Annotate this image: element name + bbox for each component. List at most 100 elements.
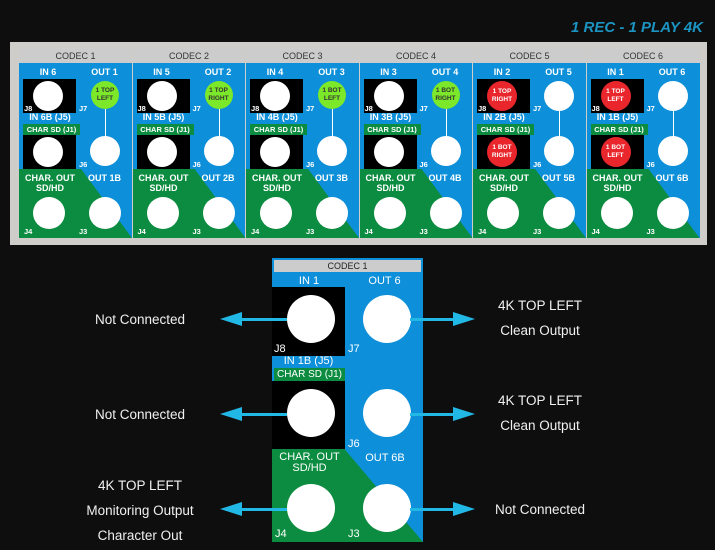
- codec-detail: CODEC 1 IN 1 OUT 6 J8 J7 IN 1B (J5) CHAR…: [272, 258, 423, 542]
- jack-j4[interactable]: [260, 197, 292, 229]
- char-out-line2: SD/HD: [376, 183, 405, 193]
- jack-j5[interactable]: [33, 137, 63, 167]
- link-line: [105, 109, 106, 149]
- detail-jack-j7[interactable]: [363, 295, 411, 343]
- arrow-left-2: [220, 407, 287, 421]
- char-out-line2: SD/HD: [262, 183, 291, 193]
- page-title: 1 REC - 1 PLAY 4K: [571, 19, 703, 36]
- jack-j5[interactable]: [146, 137, 177, 167]
- jack-j8[interactable]: [373, 81, 404, 111]
- in-label: IN 4: [266, 67, 284, 77]
- inb-label: IN 1B (J5): [596, 112, 639, 122]
- jack-j8[interactable]: [146, 81, 177, 111]
- badge-line2: RIGHT: [208, 95, 229, 102]
- jack-j4[interactable]: [487, 197, 519, 229]
- inb-label: IN 2B (J5): [483, 112, 525, 122]
- j6-label: J6: [192, 160, 201, 169]
- char-sd-label: CHAR SD (J1): [136, 124, 194, 135]
- jack-j4[interactable]: [146, 197, 179, 229]
- in-label: IN 5: [153, 67, 170, 77]
- jack-j6[interactable]: [203, 136, 234, 166]
- jack-j3[interactable]: [429, 197, 462, 229]
- jack-j5[interactable]: [373, 137, 404, 167]
- detail-jack-j3[interactable]: [363, 484, 411, 532]
- detail-jack-j4[interactable]: [287, 484, 335, 532]
- badge-line2: LEFT: [323, 95, 341, 102]
- char-out-line2: SD/HD: [149, 183, 178, 193]
- arrow-right-2: [410, 407, 475, 421]
- detail-char-out-label: CHAR. OUT SD/HD: [272, 452, 347, 474]
- jack-j8[interactable]: [33, 81, 63, 111]
- link-line: [672, 109, 674, 149]
- j6-label: J6: [79, 160, 88, 169]
- jack-j6[interactable]: [317, 136, 347, 166]
- j7-label: J7: [306, 104, 315, 113]
- out-label: OUT 6: [658, 67, 686, 77]
- link-line: [445, 109, 447, 149]
- note-left-3-line1: 4K TOP LEFT: [97, 478, 183, 493]
- jack-j3[interactable]: [202, 197, 235, 229]
- jack-j7[interactable]: [657, 81, 688, 111]
- detail-j3-label: J3: [348, 528, 360, 540]
- j8-label: J8: [251, 104, 260, 113]
- jack-j3[interactable]: [89, 197, 121, 229]
- badge-line2: LEFT: [96, 95, 114, 102]
- j4-label: J4: [24, 227, 33, 236]
- jack-j4[interactable]: [600, 197, 633, 229]
- char-sd-label: CHAR SD (J1): [477, 124, 534, 135]
- badge-line1: 1 TOP: [95, 87, 115, 94]
- jack-j6[interactable]: [430, 136, 461, 166]
- j6-label: J6: [419, 160, 428, 169]
- char-sd-label: CHAR SD (J1): [363, 124, 421, 135]
- note-right-1-line1: 4K TOP LEFT: [497, 298, 583, 313]
- note-right-1-line2: Clean Output: [500, 323, 580, 338]
- inb-label: IN 6B (J5): [29, 112, 71, 122]
- arrow-right-3: [410, 502, 475, 516]
- jack-j8[interactable]: [260, 81, 290, 111]
- detail-j7-label: J7: [348, 343, 360, 355]
- j4-label: J4: [478, 227, 487, 236]
- jack-j3[interactable]: [316, 197, 348, 229]
- jack-j3[interactable]: [656, 197, 689, 229]
- jack-j4[interactable]: [373, 197, 406, 229]
- arrow-right-1: [410, 312, 475, 326]
- j3-label: J3: [306, 227, 315, 236]
- note-right-1: 4K TOP LEFT Clean Output: [470, 293, 610, 343]
- detail-jack-j5[interactable]: [287, 389, 335, 437]
- detail-jack-j6[interactable]: [363, 389, 411, 437]
- jack-j7[interactable]: [544, 81, 574, 111]
- codec-header: CODEC 3: [246, 49, 359, 64]
- detail-inb-label: IN 1B (J5): [283, 355, 334, 367]
- j7-label: J7: [79, 104, 88, 113]
- note-right-3: Not Connected: [494, 502, 586, 517]
- detail-jack-j8[interactable]: [287, 295, 335, 343]
- jack-j6[interactable]: [657, 136, 688, 166]
- j7-label: J7: [192, 104, 201, 113]
- j6-label: J6: [646, 160, 655, 169]
- char-out-line1: CHAR. OUT: [479, 173, 529, 183]
- char-out-line1: CHAR. OUT: [138, 173, 189, 183]
- j8-label: J8: [137, 104, 146, 113]
- jack-j4[interactable]: [33, 197, 65, 229]
- j7-label: J7: [533, 104, 542, 113]
- arrow-left-1: [220, 312, 287, 326]
- jack-j6[interactable]: [90, 136, 120, 166]
- out-label: OUT 1: [91, 67, 118, 77]
- jack-j6[interactable]: [544, 136, 574, 166]
- jack-j5[interactable]: [260, 137, 290, 167]
- jack-j3[interactable]: [543, 197, 575, 229]
- char-out-line2: SD/HD: [603, 183, 632, 193]
